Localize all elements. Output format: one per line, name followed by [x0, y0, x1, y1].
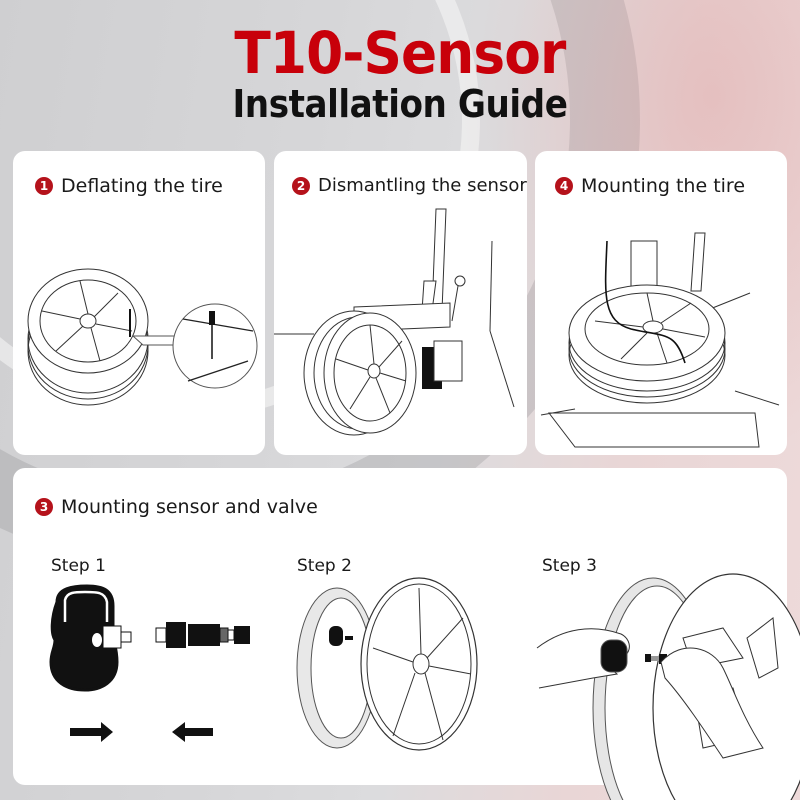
card-heading: 3 Mounting sensor and valve — [35, 496, 318, 518]
card-mounting-sensor-valve: 3 Mounting sensor and valve Step 1 Step … — [13, 468, 800, 800]
tire-changer-icon — [274, 208, 515, 436]
card-heading: 1 Deflating the tire — [35, 175, 223, 197]
sensor-and-valve-icon — [49, 584, 250, 742]
card-heading: 2 Dismantling the sensor — [292, 175, 527, 196]
tire-deflation-icon — [27, 268, 258, 406]
step-number-badge: 1 — [35, 177, 53, 195]
page-header: T10-Sensor Installation Guide — [0, 20, 800, 124]
step-1-label: Step 1 — [51, 556, 106, 576]
rim-with-sensor-icon — [296, 577, 478, 751]
card-title: Mounting the tire — [581, 175, 746, 197]
step-number-badge: 4 — [555, 177, 573, 195]
hands-tightening-valve-icon — [536, 573, 800, 800]
card-mounting-tire: 4 Mounting the tire — [535, 151, 787, 455]
step-3-label: Step 3 — [542, 556, 597, 576]
step-2-label: Step 2 — [297, 556, 352, 576]
card-title: Mounting sensor and valve — [61, 496, 318, 518]
page-title: T10-Sensor — [234, 19, 567, 87]
step-number-badge: 2 — [292, 176, 310, 195]
tire-mounting-icon — [540, 232, 780, 448]
card-title: Dismantling the sensor — [318, 175, 527, 196]
card-heading: 4 Mounting the tire — [555, 175, 745, 197]
page-subtitle: Installation Guide — [232, 82, 568, 126]
step-number-badge: 3 — [35, 498, 53, 516]
card-deflating-tire: 1 Deflating the tire — [13, 151, 265, 455]
card-title: Deflating the tire — [61, 175, 223, 197]
card-dismantling-sensor: 2 Dismantling the sensor — [274, 151, 527, 455]
